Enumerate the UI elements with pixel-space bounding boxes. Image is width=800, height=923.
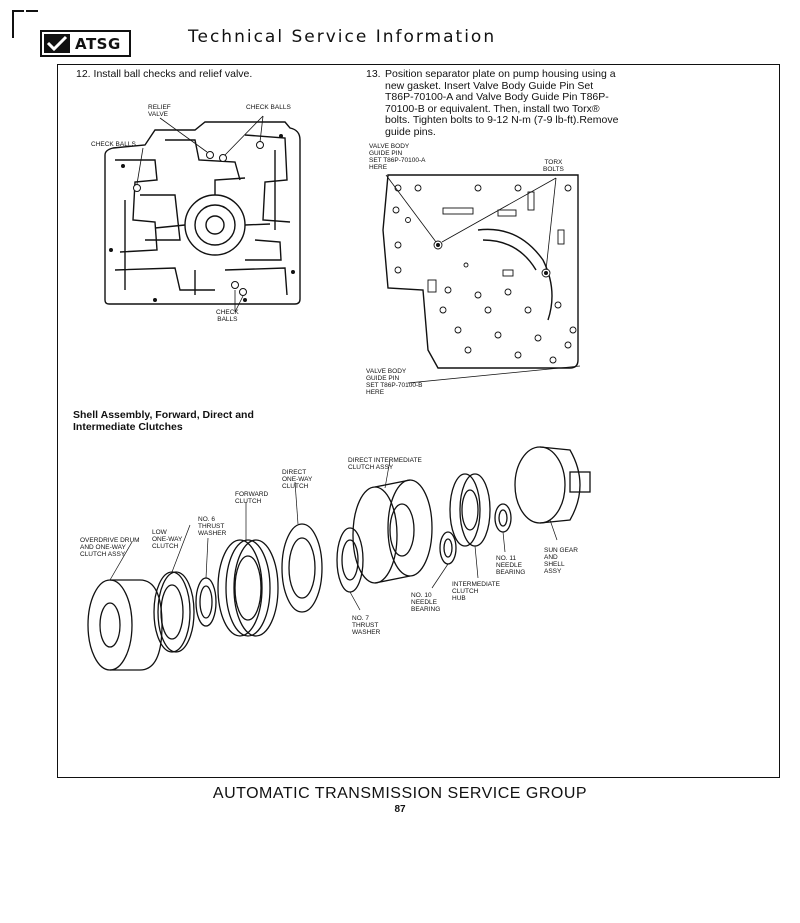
no7-washer-label: NO. 7 THRUST WASHER <box>352 615 381 636</box>
no10-bearing-label: NO. 10 NEEDLE BEARING <box>411 592 441 613</box>
step-13-text: Position separator plate on pump housing… <box>385 68 619 138</box>
check-balls-label-bottom: CHECK BALLS <box>216 309 239 323</box>
torx-bolts-label: TORX BOLTS <box>543 159 564 173</box>
valve-body-check-balls-figure <box>104 115 301 313</box>
sun-gear-label: SUN GEAR AND SHELL ASSY <box>544 547 578 575</box>
checkmark-icon <box>44 34 70 53</box>
step-13-number: 13. <box>366 68 381 80</box>
step-13: 13. Position separator plate on pump hou… <box>366 68 621 138</box>
guide-pin-a-label: VALVE BODY GUIDE PIN SET T86P-70100-A HE… <box>369 143 426 171</box>
check-balls-label-left: CHECK BALLS <box>91 141 136 148</box>
guide-pin-b-label: VALVE BODY GUIDE PIN SET T86P-70100-B HE… <box>366 368 423 396</box>
no6-washer-label: NO. 6 THRUST WASHER <box>198 516 227 537</box>
crop-mark-tick <box>26 10 38 12</box>
section-title: Shell Assembly, Forward, Direct and Inte… <box>73 409 254 433</box>
direct-one-way-label: DIRECT ONE-WAY CLUTCH <box>282 469 313 490</box>
step-12-text: Install ball checks and relief valve. <box>93 68 253 80</box>
forward-clutch-label: FORWARD CLUTCH <box>235 491 269 505</box>
atsg-logo: ATSG <box>40 30 131 57</box>
footer-org: AUTOMATIC TRANSMISSION SERVICE GROUP <box>212 785 588 802</box>
page-title: Technical Service Information <box>188 27 497 47</box>
clutch-assembly-exploded-view <box>87 446 591 671</box>
relief-valve-label: RELIEF VALVE <box>148 104 171 118</box>
no11-bearing-label: NO. 11 NEEDLE BEARING <box>496 555 526 576</box>
page-number: 87 <box>394 804 406 815</box>
check-balls-label-top: CHECK BALLS <box>246 104 291 111</box>
logo-text: ATSG <box>75 34 121 53</box>
intermediate-hub-label: INTERMEDIATE CLUTCH HUB <box>452 581 500 602</box>
direct-intermediate-label: DIRECT INTERMEDIATE CLUTCH ASSY <box>348 457 422 471</box>
low-one-way-label: LOW ONE-WAY CLUTCH <box>152 529 183 550</box>
crop-mark <box>12 10 24 38</box>
separator-plate-figure <box>382 174 581 384</box>
step-12-number: 12. <box>76 68 91 80</box>
overdrive-drum-label: OVERDRIVE DRUM AND ONE-WAY CLUTCH ASSY <box>80 537 140 558</box>
overdrive-drum-part <box>87 579 163 671</box>
step-12: 12. Install ball checks and relief valve… <box>76 68 253 81</box>
content-frame <box>57 64 780 778</box>
